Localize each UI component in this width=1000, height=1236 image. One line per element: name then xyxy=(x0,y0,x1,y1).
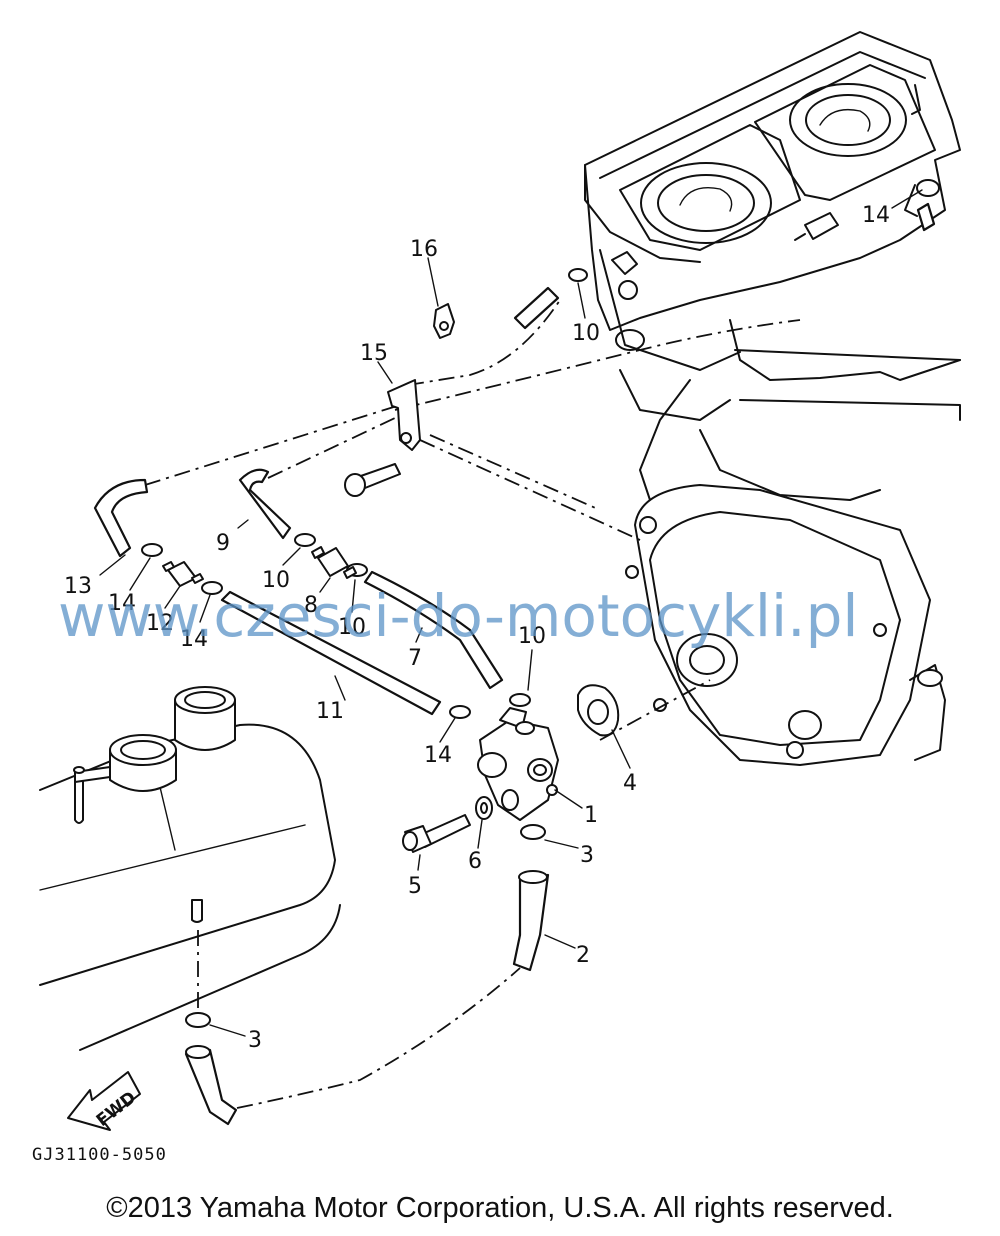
clamp-3-a[interactable] xyxy=(520,824,546,840)
callout-14-b: 14 xyxy=(180,627,208,652)
hose-2[interactable] xyxy=(512,873,550,972)
callout-16: 16 xyxy=(410,237,438,262)
callout-10-c: 10 xyxy=(572,321,600,346)
callout-14-c: 14 xyxy=(424,743,452,768)
oil-pump-1[interactable] xyxy=(477,707,559,821)
oil-tank xyxy=(39,686,341,1051)
callout-10-b: 10 xyxy=(338,615,366,640)
clamp-10-a[interactable] xyxy=(294,533,316,547)
callout-4: 4 xyxy=(623,771,637,796)
watermark-text: www.czesci-do-motocykli.pl xyxy=(58,582,859,650)
lower-hose[interactable] xyxy=(184,1048,238,1126)
crankcase-cover xyxy=(625,484,946,766)
callout-8: 8 xyxy=(304,593,318,618)
hose-9[interactable] xyxy=(238,468,292,540)
callout-15: 15 xyxy=(360,341,388,366)
callout-2: 2 xyxy=(576,943,590,968)
callout-13: 13 xyxy=(64,574,92,599)
holder-16[interactable] xyxy=(433,303,455,339)
callout-labels: 1 2 3 3 4 5 6 7 8 9 10 10 10 10 11 12 13… xyxy=(64,203,890,1053)
callout-3-lower: 3 xyxy=(248,1028,262,1053)
callout-11: 11 xyxy=(316,699,344,724)
clamp-14-c[interactable] xyxy=(449,705,471,719)
callout-14-d: 14 xyxy=(862,203,890,228)
clamp-14-a[interactable] xyxy=(141,543,163,557)
routing-lines xyxy=(144,299,801,1109)
clamp-3-b[interactable] xyxy=(185,1012,211,1028)
callout-10-d: 10 xyxy=(518,624,546,649)
callout-3-upper: 3 xyxy=(580,843,594,868)
hose-11[interactable] xyxy=(220,590,442,716)
callout-10-a: 10 xyxy=(262,568,290,593)
callout-12: 12 xyxy=(146,611,174,636)
check-valve-12[interactable] xyxy=(162,561,204,587)
callout-5: 5 xyxy=(408,874,422,899)
bolt-5[interactable] xyxy=(402,814,471,853)
fwd-arrow-icon: FWD xyxy=(67,1071,141,1131)
check-valve-8[interactable] xyxy=(311,546,357,579)
engine-cylinder-block xyxy=(584,31,961,501)
callout-7: 7 xyxy=(408,646,422,671)
callout-14-a: 14 xyxy=(108,591,136,616)
clamp-10-d[interactable] xyxy=(509,693,531,707)
hose-7[interactable] xyxy=(363,570,504,690)
copyright-notice: ©2013 Yamaha Motor Corporation, U.S.A. A… xyxy=(106,1192,894,1224)
washer-6[interactable] xyxy=(475,796,493,820)
hose-13[interactable] xyxy=(93,478,149,558)
callout-6: 6 xyxy=(468,849,482,874)
clamps xyxy=(141,268,588,1028)
clamp-14-b[interactable] xyxy=(201,581,223,595)
engine-hose[interactable] xyxy=(513,286,560,330)
bracket-bolt[interactable] xyxy=(344,463,401,497)
diagram-code: GJ31100-5050 xyxy=(32,1145,167,1165)
gasket-4[interactable] xyxy=(577,684,620,737)
clamp-10-c[interactable] xyxy=(568,268,588,282)
callout-9: 9 xyxy=(216,531,230,556)
leader-lines xyxy=(99,189,923,1037)
callout-1: 1 xyxy=(584,803,598,828)
bracket-15[interactable] xyxy=(387,379,421,451)
